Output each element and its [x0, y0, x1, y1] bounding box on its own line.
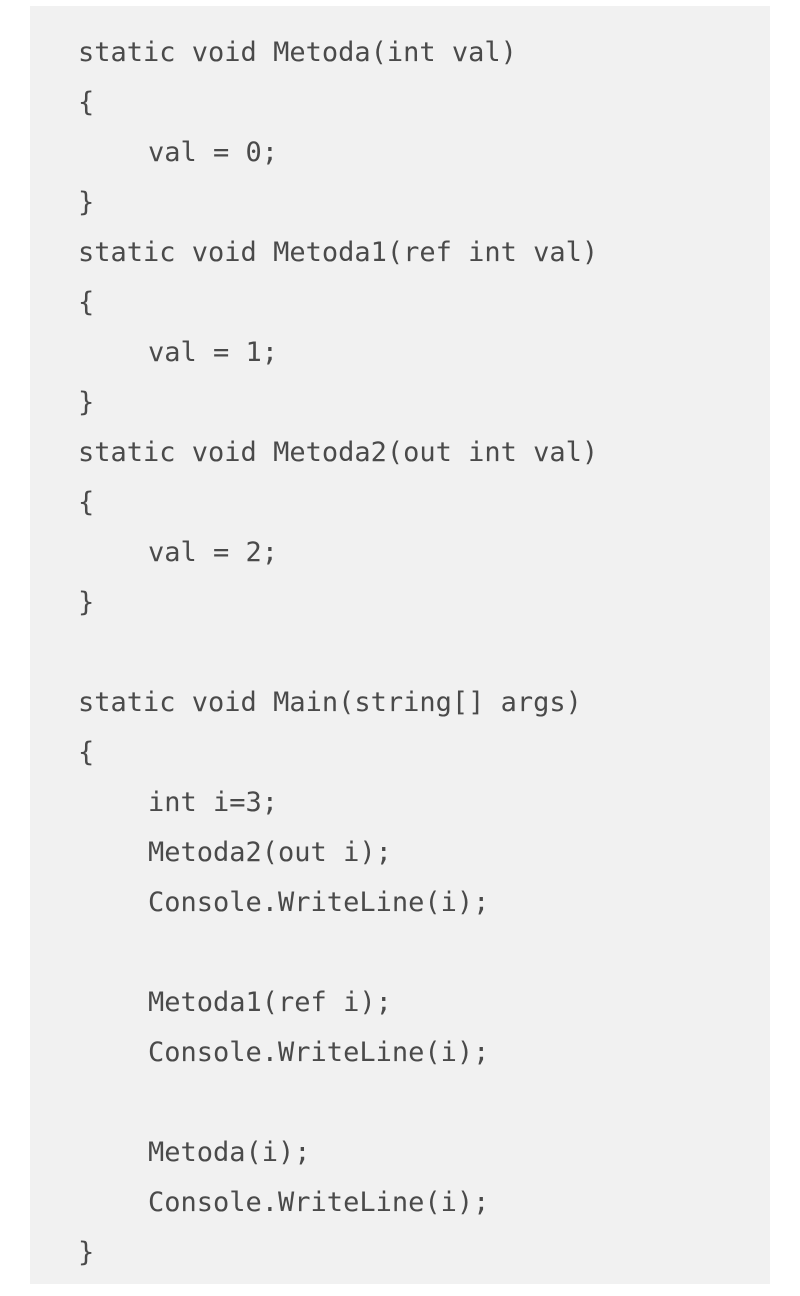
code-line: } — [78, 1237, 95, 1268]
code-line: Metoda2(out i); — [148, 837, 392, 868]
code-line: Console.WriteLine(i); — [148, 887, 490, 918]
blank-line — [30, 1083, 770, 1133]
code-line: } — [78, 187, 95, 218]
code-line: { — [78, 737, 95, 768]
code-line: Metoda1(ref i); — [148, 987, 392, 1018]
code-line: val = 2; — [148, 537, 279, 568]
code-line: static void Metoda2(out int val) — [78, 437, 599, 468]
code-line: } — [78, 587, 95, 618]
blank-line — [30, 933, 770, 983]
code-line: { — [78, 87, 95, 118]
code-line: Console.WriteLine(i); — [148, 1037, 490, 1068]
code-line: Metoda(i); — [148, 1137, 311, 1168]
blank-line — [30, 633, 770, 683]
code-line: val = 0; — [148, 137, 279, 168]
code-line: int i=3; — [148, 787, 279, 818]
code-line: val = 1; — [148, 337, 279, 368]
code-line: static void Main(string[] args) — [78, 687, 582, 718]
code-line: { — [78, 287, 95, 318]
code-line: static void Metoda(int val) — [78, 37, 517, 68]
code-line: Console.WriteLine(i); — [148, 1187, 490, 1218]
code-line: { — [78, 487, 95, 518]
code-line: } — [78, 387, 95, 418]
code-line: static void Metoda1(ref int val) — [78, 237, 599, 268]
code-block: static void Metoda(int val) { val = 0; }… — [30, 6, 770, 1284]
